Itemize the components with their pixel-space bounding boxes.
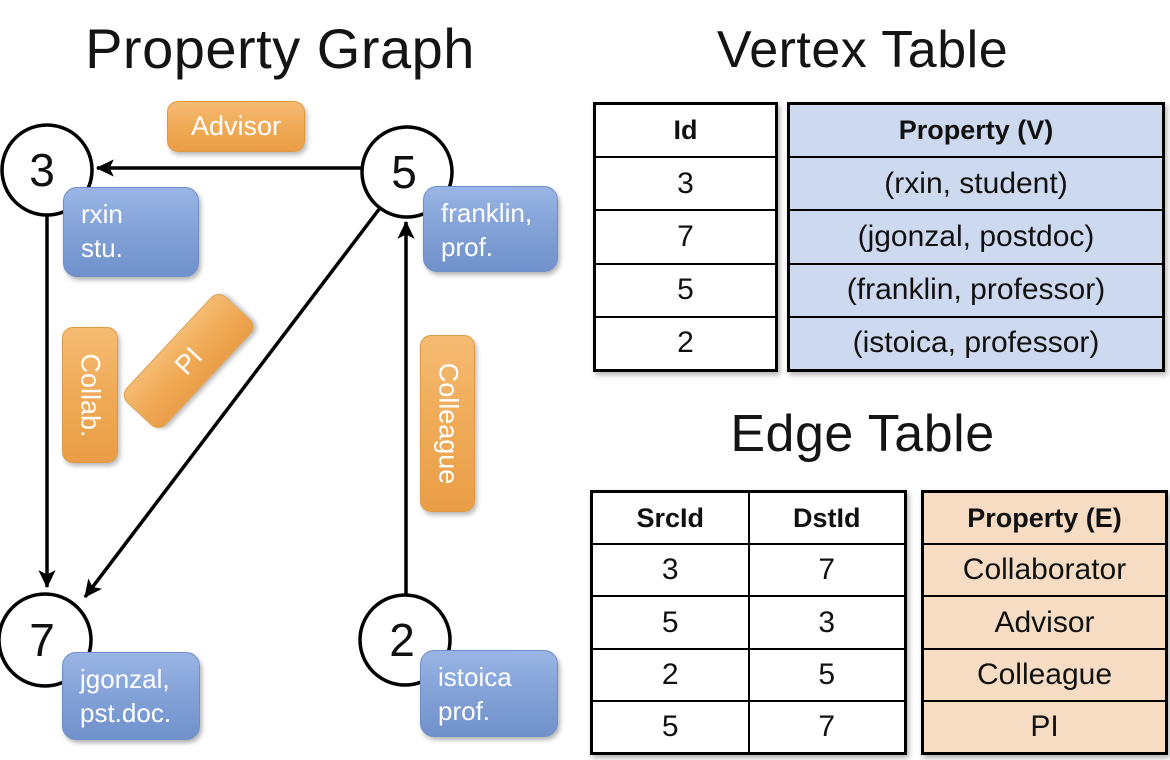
vertex-table-id-column: Id 3 7 5 2 (593, 102, 778, 372)
table-row: Advisor (924, 597, 1165, 650)
vertex-property-line2: prof. (438, 696, 491, 726)
src-cell: 5 (661, 709, 679, 743)
vertex-property-box-3: rxin stu. (63, 187, 199, 277)
table-row: 3 (596, 158, 775, 212)
vertex-table-property-column: Property (V) (rxin, student) (jgonzal, p… (787, 102, 1165, 372)
dst-cell: 7 (747, 545, 905, 596)
table-row: 2 5 (593, 649, 905, 702)
edge-label-colleague-text: Colleague (433, 362, 463, 485)
vertex-property-box-2: istoica prof. (420, 650, 558, 737)
vertex-table-title: Vertex Table (716, 21, 1009, 79)
vertex-id-3: 3 (29, 144, 55, 196)
edge-label-collab-text: Collab. (75, 352, 106, 438)
edge-table-id-columns: SrcId DstId 3 7 5 3 2 5 5 7 (590, 490, 907, 755)
vertex-property-line2: stu. (81, 233, 123, 263)
edge-table-title: Edge Table (730, 405, 995, 463)
vertex-property-line1: rxin (81, 199, 123, 229)
vertex-property-box-7: jgonzal, pst.doc. (62, 652, 200, 740)
dst-cell: 7 (747, 701, 905, 753)
vertex-property-line2: pst.doc. (80, 698, 172, 728)
vertex-property-box-5: franklin, prof. (423, 186, 558, 272)
table-row: (franklin, professor) (790, 265, 1162, 318)
edge-label-advisor: Advisor (167, 101, 305, 152)
property-graph-drawing: 3 5 7 2 (0, 123, 454, 688)
edge-table-header-row: SrcId DstId (593, 493, 905, 546)
edge-table-dst-header: DstId (747, 493, 905, 544)
table-row: (istoica, professor) (852, 326, 1100, 360)
property-graph-title: Property Graph (85, 17, 475, 80)
vertex-table-property-header: Property (V) (790, 105, 1162, 159)
table-row: 7 (596, 211, 775, 265)
table-row: (rxin, student) (790, 158, 1162, 212)
vertex-property-line1: jgonzal, (80, 664, 170, 694)
edge-label-colleague: Colleague (420, 335, 475, 512)
table-row: 2 (677, 326, 694, 360)
table-row: 5 3 (593, 597, 905, 650)
edge-table-property-header: Property (E) (924, 493, 1165, 546)
vertex-table-id-header: Id (596, 105, 775, 159)
edge-table-src-header: SrcId (636, 502, 705, 533)
edge-table-property-column: Property (E) Collaborator Advisor Collea… (921, 490, 1168, 755)
src-cell: 3 (661, 553, 679, 587)
src-cell: 5 (661, 605, 679, 639)
vertex-id-7: 7 (29, 614, 55, 666)
table-row: (jgonzal, postdoc) (790, 211, 1162, 265)
table-row: 5 (596, 265, 775, 318)
vertex-property-line1: istoica (438, 662, 512, 692)
vertex-property-line1: franklin, (441, 198, 533, 228)
edge-label-pi-text: PI (168, 341, 208, 381)
dst-cell: 3 (747, 597, 905, 648)
src-cell: 2 (661, 657, 679, 691)
vertex-property-line2: prof. (441, 232, 494, 262)
table-row: PI (1030, 709, 1059, 743)
vertex-id-5: 5 (391, 146, 417, 198)
edge-label-collab: Collab. (62, 327, 118, 463)
table-row: Colleague (924, 650, 1165, 702)
table-row: 5 7 (593, 701, 905, 753)
vertex-id-2: 2 (389, 614, 415, 666)
dst-cell: 5 (747, 649, 905, 700)
table-row: Collaborator (924, 545, 1165, 598)
edge-pi-5-to-7 (83, 206, 382, 599)
edge-label-advisor-text: Advisor (190, 111, 282, 141)
table-row: 3 7 (593, 545, 905, 598)
